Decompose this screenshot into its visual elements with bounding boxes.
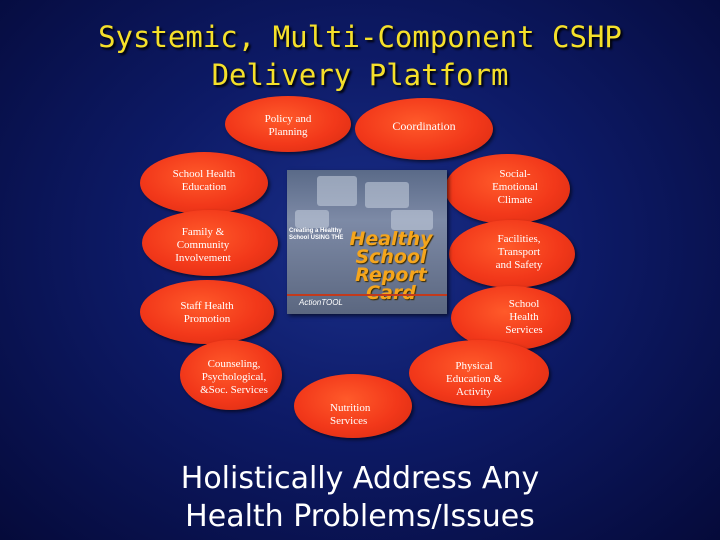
- facilities-transport-oval: [449, 220, 575, 288]
- coordination-oval: [355, 98, 493, 160]
- family-community-label: Family & Community Involvement: [175, 226, 231, 264]
- footer-line-1: Holistically Address Any: [180, 461, 540, 496]
- school-health-education-oval: [140, 152, 268, 214]
- policy-planning-label: Policy and Planning: [264, 113, 312, 138]
- policy-planning-oval: [225, 96, 351, 152]
- physical-education-oval: [409, 340, 549, 406]
- social-emotional-climate-label: Social- Emotional Climate: [492, 168, 538, 206]
- nutrition-services-label: Nutrition Services: [330, 402, 371, 427]
- title-line-2: Delivery Platform: [211, 58, 509, 92]
- footer-line-2: Health Problems/Issues: [185, 499, 535, 534]
- nutrition-services-oval: [294, 374, 412, 438]
- footer-statement: Holistically Address Any Health Problems…: [0, 460, 720, 536]
- staff-health-promotion-label: Staff Health Promotion: [180, 300, 234, 325]
- book-subtitle: Creating a Healthy School USING THE: [289, 228, 344, 241]
- puzzle-piece: [295, 210, 329, 228]
- coordination-label: Coordination: [392, 119, 456, 133]
- counseling-label: Counseling, Psychological, &Soc. Service…: [200, 358, 268, 396]
- family-community-oval: [142, 210, 278, 276]
- report-card-book-cover: Creating a Healthy School USING THE Heal…: [287, 170, 447, 314]
- staff-health-promotion-oval: [140, 280, 274, 344]
- facilities-transport-label: Facilities, Transport and Safety: [495, 233, 543, 271]
- puzzle-piece: [391, 210, 433, 230]
- physical-education-label: Physical Education & Activity: [446, 360, 502, 398]
- school-health-services-label: School Health Services: [505, 298, 543, 336]
- title-line-1: Systemic, Multi-Component CSHP: [98, 20, 622, 54]
- page-title: Systemic, Multi-Component CSHP Delivery …: [0, 18, 720, 94]
- puzzle-piece: [365, 182, 409, 208]
- counseling-oval: [180, 340, 282, 410]
- school-health-education-label: School Health Education: [172, 168, 236, 193]
- school-health-services-oval: [451, 286, 571, 350]
- puzzle-piece: [317, 176, 357, 206]
- social-emotional-climate-oval: [445, 154, 570, 224]
- book-brand: ActionTOOL: [299, 298, 343, 307]
- book-stripe: [287, 294, 447, 296]
- book-title: Healthy School Report Card: [349, 228, 433, 304]
